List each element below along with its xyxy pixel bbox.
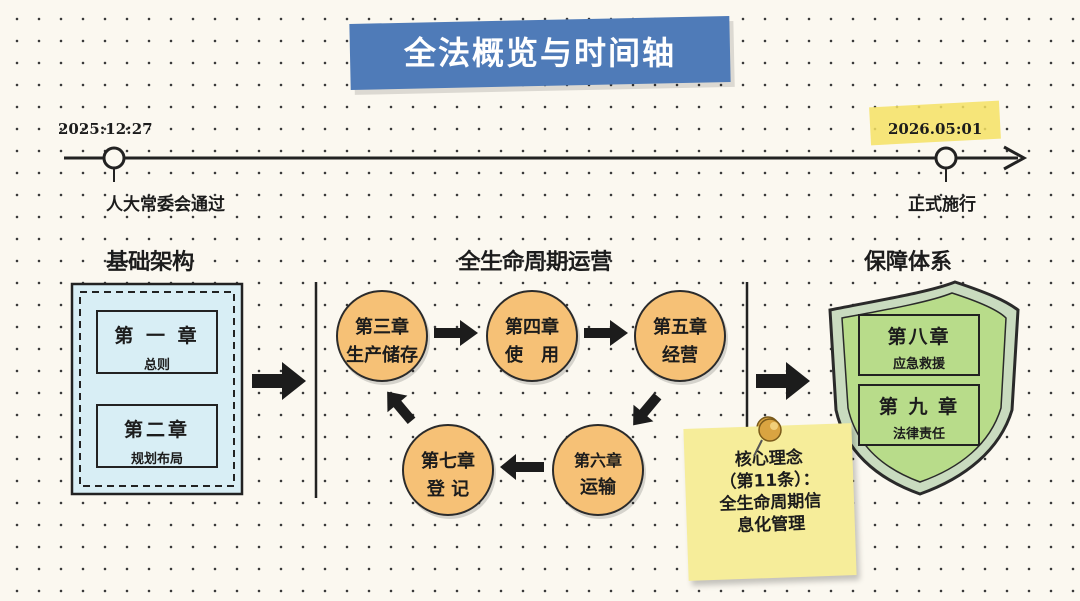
end-date: 2026.05:01: [888, 120, 983, 138]
chapter-topic: 使 用: [505, 345, 559, 366]
chapter-circle-5: 第五章 经营: [634, 290, 726, 382]
page-title: 全法概览与时间轴: [403, 34, 676, 72]
arrow-right-icon: [756, 362, 810, 400]
chapter-number: 第三章: [355, 317, 409, 338]
start-date: 2025:12:27: [58, 120, 153, 138]
chapter-topic: 运输: [580, 477, 616, 498]
cycle-arrow-7-3: [387, 391, 416, 425]
chapter-circle-3: 第三章 生产储存: [336, 290, 428, 382]
chapter-box-9: 第 九 章 法律责任: [858, 384, 980, 446]
start-event: 人大常委会通过: [106, 195, 225, 215]
chapter-number: 第五章: [653, 317, 707, 338]
arrow-right-icon: [252, 362, 306, 400]
cycle-arrow-6-7: [500, 454, 544, 480]
chapter-circle-6: 第六章 运输: [552, 424, 644, 516]
chapter-number: 第七章: [421, 451, 475, 472]
chapter-box-1: 第 一 章 总则: [96, 310, 218, 374]
chapter-topic: 总则: [143, 358, 170, 373]
cycle-arrow-5-6: [633, 392, 662, 426]
chapter-number: 第 九 章: [878, 396, 960, 418]
chapter-topic: 法律责任: [892, 427, 945, 442]
chapter-topic: 规划布局: [130, 452, 183, 467]
chapter-number: 第二章: [123, 419, 190, 441]
timeline-arrow-icon: [1003, 145, 1028, 171]
chapter-box-8: 第八章 应急救援: [858, 314, 980, 376]
section-title-foundation: 基础架构: [106, 250, 195, 275]
chapter-number: 第四章: [505, 317, 559, 338]
section-title-lifecycle: 全生命周期运营: [458, 250, 613, 275]
end-event: 正式施行: [908, 195, 976, 215]
chapter-number: 第 一 章: [114, 325, 200, 347]
chapter-circle-7: 第七章 登 记: [402, 424, 494, 516]
chapter-topic: 应急救援: [892, 357, 945, 372]
chapter-number: 第八章: [887, 326, 951, 348]
timeline-end-marker: [934, 146, 958, 170]
chapter-number: 第六章: [573, 451, 622, 470]
chapter-topic: 生产储存: [346, 345, 418, 366]
timeline-start-marker: [102, 146, 126, 170]
chapter-circle-4: 第四章 使 用: [486, 290, 578, 382]
cycle-arrow-3-4: [434, 320, 478, 346]
sticky-note-text: 核心理念 （第11条）： 全生命周期信 息化管理: [685, 445, 856, 539]
chapter-topic: 登 记: [426, 479, 470, 500]
cycle-arrow-4-5: [584, 320, 628, 346]
chapter-box-2: 第二章 规划布局: [96, 404, 218, 468]
section-title-protection: 保障体系: [864, 250, 953, 275]
chapter-topic: 经营: [662, 345, 698, 366]
